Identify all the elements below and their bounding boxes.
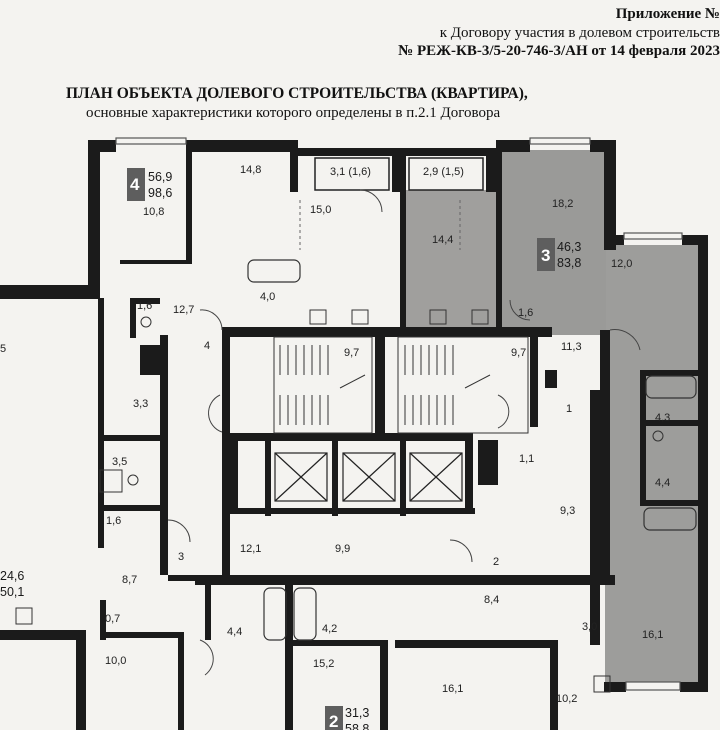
apartment-left-total-area: 50,1 xyxy=(0,585,24,599)
room-label: 1,6 xyxy=(518,307,533,319)
apartment-2-number: 2 xyxy=(329,712,338,730)
room-label: 4,4 xyxy=(655,477,670,489)
room-label: 10,0 xyxy=(105,655,126,667)
room-label: 1,1 xyxy=(519,453,534,465)
room-label: 12,1 xyxy=(240,543,261,555)
room-label: 9,7 xyxy=(344,347,359,359)
room-label: 4,2 xyxy=(322,623,337,635)
room-label: 4 xyxy=(204,340,210,352)
stairwells xyxy=(273,336,529,434)
room-label: 3,3 xyxy=(133,398,148,410)
room-label: 10,8 xyxy=(143,206,164,218)
room-label: 3 xyxy=(178,551,184,563)
room-label: 5 xyxy=(0,343,6,355)
walls xyxy=(0,140,708,730)
room-label: 1,6 xyxy=(137,300,152,312)
apartment-4-number: 4 xyxy=(130,175,140,194)
room-label: 8,4 xyxy=(484,594,499,606)
room-label: 3,1 (1,6) xyxy=(330,166,371,178)
room-label: 12,7 xyxy=(173,304,194,316)
room-label: 8,7 xyxy=(122,574,137,586)
room-label: 12,0 xyxy=(611,258,632,270)
room-label: 4,4 xyxy=(227,626,242,638)
apartment-2-living-area: 31,3 xyxy=(345,706,369,720)
bathtubs xyxy=(247,259,697,641)
room-label: 4,0 xyxy=(260,291,275,303)
elevators xyxy=(274,452,463,502)
room-label: 15,0 xyxy=(310,204,331,216)
room-label: 16,1 xyxy=(442,683,463,695)
apartment-left-living-area: 24,6 xyxy=(0,569,24,583)
room-label: 18,2 xyxy=(552,198,573,210)
room-labels: 10,8 14,8 3,1 (1,6) 2,9 (1,5) 18,2 15,0 … xyxy=(0,164,670,705)
document-header: Приложение № к Договору участия в долево… xyxy=(0,0,720,130)
room-label: 1,6 xyxy=(106,515,121,527)
plan-title: ПЛАН ОБЪЕКТА ДОЛЕВОГО СТРОИТЕЛЬСТВА (КВА… xyxy=(66,85,528,102)
apartment-4-total-area: 98,6 xyxy=(148,186,172,200)
apartment-3-bedroom xyxy=(605,245,699,682)
apartment-4-badge xyxy=(127,168,145,201)
plan-subtitle: основные характеристики которого определ… xyxy=(86,105,501,121)
room-label: 4,3 xyxy=(655,412,670,424)
room-label: 3,5 xyxy=(112,456,127,468)
room-label: 11,3 xyxy=(561,341,582,353)
room-label: 14,4 xyxy=(432,234,453,246)
room-label: 2 xyxy=(493,556,499,568)
room-label: 0,7 xyxy=(105,613,120,625)
apartment-3-number: 3 xyxy=(541,246,550,265)
contract-number: № РЕЖ-КВ-3/5-20-746-3/АН от 14 февраля 2… xyxy=(398,43,720,59)
doors xyxy=(167,189,641,676)
apartment-4-living-area: 56,9 xyxy=(148,170,172,184)
appendix-label: Приложение № xyxy=(615,6,720,22)
contract-reference: к Договору участия в долевом строительст… xyxy=(439,25,720,41)
room-label: 14,8 xyxy=(240,164,261,176)
apartment-2-total-area: 58,8 xyxy=(345,722,369,730)
apartment-3-living-area: 46,3 xyxy=(557,240,581,254)
room-label: 2,9 (1,5) xyxy=(423,166,464,178)
apartment-3-total-area: 83,8 xyxy=(557,256,581,270)
room-label: 10,2 xyxy=(556,693,577,705)
room-label: 9,3 xyxy=(560,505,575,517)
apartment-3-badge xyxy=(537,238,555,271)
room-label: 9,9 xyxy=(335,543,350,555)
room-label: 3,0 xyxy=(582,621,597,633)
room-label: 16,1 xyxy=(642,629,663,641)
room-label: 15,2 xyxy=(313,658,334,670)
room-label: 9,7 xyxy=(511,347,526,359)
room-label: 1 xyxy=(566,403,572,415)
apartment-2-badge xyxy=(325,706,343,730)
